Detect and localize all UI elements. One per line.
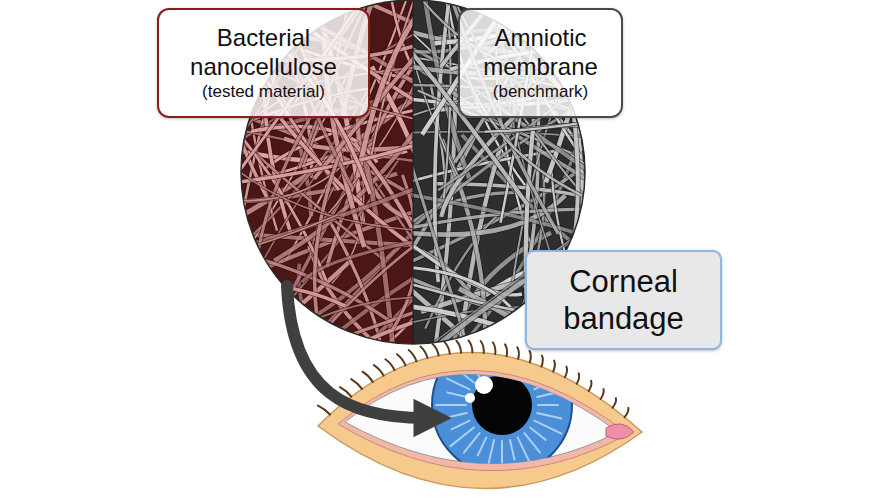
box-subtitle: (benchmark) — [493, 82, 588, 102]
application-box: Corneal bandage — [525, 250, 722, 350]
box-heading: Amniotic membrane — [470, 24, 611, 82]
material-box: Bacterial nanocellulose(tested material) — [157, 8, 370, 118]
box-subtitle: (tested material) — [202, 82, 325, 102]
benchmark-box: Amniotic membrane(benchmark) — [458, 8, 623, 118]
split-line — [413, 0, 414, 344]
box-heading: Bacterial nanocellulose — [169, 24, 358, 82]
box-heading: Corneal bandage — [537, 263, 710, 337]
application-arrow — [287, 286, 425, 418]
